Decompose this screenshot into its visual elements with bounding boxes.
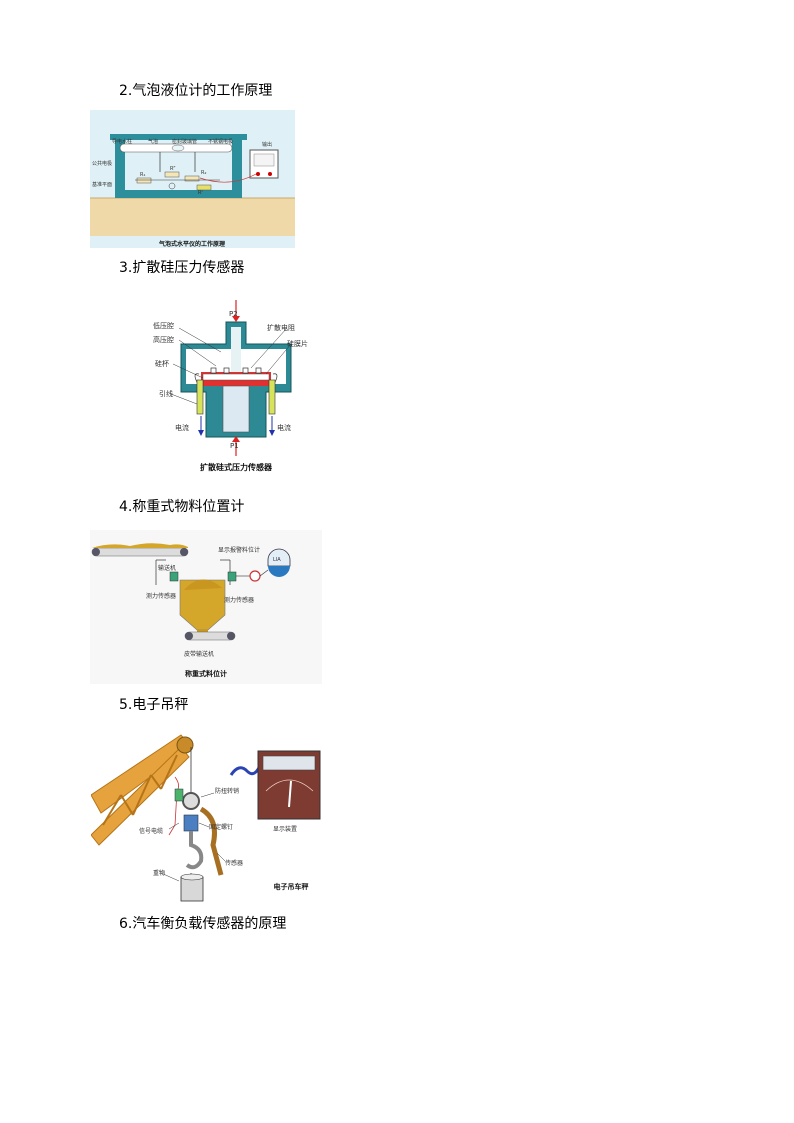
weighing-level-gauge-diagram: 输送机 测力传感器 显示报警料位计 测力传感器 皮带输送机 LIA 称重式料位计: [90, 530, 322, 684]
label-r1: R₁: [140, 172, 145, 178]
label-signal-cable: 信号电缆: [139, 827, 163, 835]
section-heading-bubble-level: 2.气泡液位计的工作原理: [119, 83, 273, 99]
section-heading-silicon-pressure: 3.扩散硅压力传感器: [119, 260, 245, 276]
label-silicon-diaphragm: 硅膜片: [287, 339, 308, 348]
label-conductive-column: 导电水柱: [112, 138, 132, 145]
section-heading-crane-scale: 5.电子吊秤: [119, 697, 189, 713]
label-diffused-resistor: 扩散电阻: [267, 323, 295, 332]
section-heading-truck-scale: 6.汽车衡负载传感器的原理: [119, 916, 287, 932]
label-conveyor: 输送机: [158, 564, 176, 572]
label-sealed-glass-tube: 密封玻璃管: [172, 138, 197, 145]
label-fixing-screw: 固定螺钉: [209, 823, 233, 831]
label-anti-twist-pin: 防扭转销: [215, 787, 239, 795]
label-level-alarm-indicator: 显示报警料位计: [218, 546, 260, 554]
label-lia: LIA: [273, 557, 281, 563]
figure-caption: 称重式料位计: [185, 669, 227, 678]
figure-caption: 扩散硅式压力传感器: [200, 462, 273, 472]
label-output: 输出: [262, 141, 272, 148]
label-current-left: 电流: [175, 423, 189, 432]
bubble-level-diagram: 导电水柱 气泡 密封玻璃管 不锈钢电极 公共电极 基准平面 R₁ R₂ Rᴾ R…: [90, 110, 295, 248]
section-heading-weighing-level: 4.称重式物料位置计: [119, 499, 245, 515]
label-lead-wire: 引线: [159, 389, 173, 398]
label-sensor: 传感器: [225, 859, 243, 867]
label-belt-conveyor: 皮带输送机: [184, 650, 214, 658]
label-p2: P2: [229, 310, 238, 318]
label-bubble: 气泡: [148, 138, 158, 145]
label-display-unit: 显示装置: [273, 825, 297, 833]
label-reference-plane: 基准平面: [92, 181, 112, 188]
label-weight: 重物: [153, 869, 165, 877]
figure-caption: 电子吊车秤: [274, 882, 309, 891]
silicon-pressure-sensor-diagram: P2 低压腔 高压腔 硅杯 引线 电流 P1 扩散电阻 硅膜片 电流 扩散硅式压…: [91, 292, 376, 482]
figure-caption: 气泡式水平仪的工作原理: [158, 240, 225, 248]
label-silicon-cup: 硅杯: [155, 359, 169, 368]
label-current-right: 电流: [277, 423, 291, 432]
electronic-crane-scale-diagram: 防扭转销 信号电缆 固定螺钉 显示装置 传感器 重物 电子吊车秤: [91, 725, 341, 903]
label-low-pressure-chamber: 低压腔: [153, 321, 174, 330]
label-high-pressure-chamber: 高压腔: [153, 335, 174, 344]
label-common-electrode: 公共电极: [92, 160, 112, 167]
label-rc: Rᶜ: [198, 190, 203, 196]
label-steel-electrode: 不锈钢电极: [208, 138, 233, 145]
label-rp: Rᴾ: [170, 166, 175, 172]
label-force-sensor-right: 测力传感器: [224, 596, 254, 604]
label-p1: P1: [230, 442, 239, 450]
label-r2: R₂: [201, 170, 206, 176]
label-force-sensor-left: 测力传感器: [146, 592, 176, 600]
